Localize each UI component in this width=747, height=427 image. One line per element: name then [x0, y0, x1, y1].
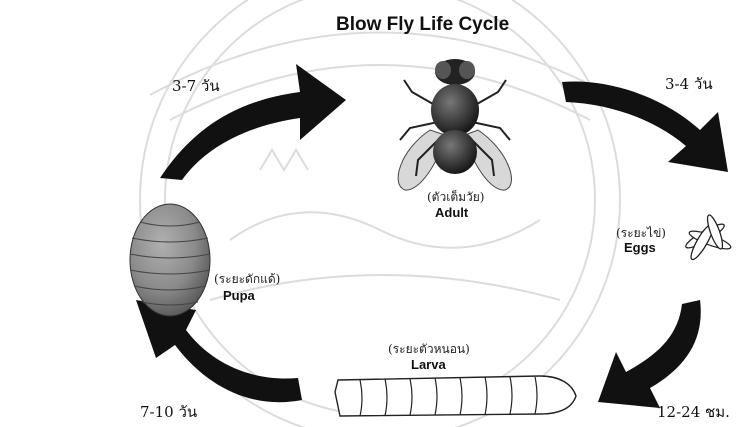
eggs-english-label: Eggs — [624, 240, 656, 255]
arrow-eggs-to-larva — [598, 300, 701, 408]
duration-pupa-to-adult: 3-7 วัน — [172, 74, 220, 98]
eggs-image — [683, 214, 732, 262]
larva-image — [335, 376, 576, 416]
pupa-english-label: Pupa — [223, 288, 255, 303]
diagram-title: Blow Fly Life Cycle — [336, 14, 509, 36]
pupa-thai-label: (ระยะดักแด้) — [214, 270, 280, 289]
duration-larva-to-pupa: 7-10 วัน — [140, 400, 197, 424]
arrow-larva-to-pupa — [136, 300, 302, 402]
adult-english-label: Adult — [435, 205, 468, 220]
duration-eggs-to-larva: 12-24 ชม. — [657, 400, 730, 424]
duration-adult-to-eggs: 3-4 วัน — [665, 72, 713, 96]
pupa-image — [130, 204, 210, 316]
adult-fly-image — [398, 59, 511, 190]
larva-english-label: Larva — [411, 357, 446, 372]
